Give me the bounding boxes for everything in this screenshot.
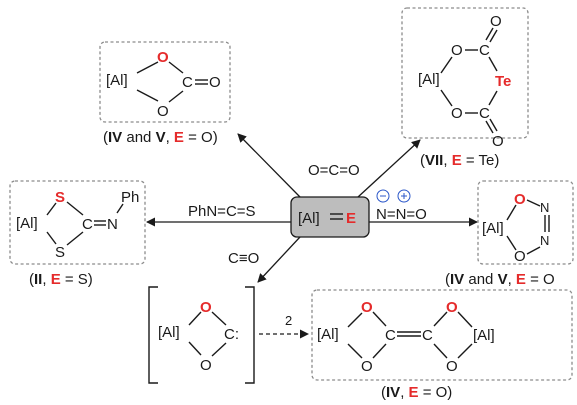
svg-text:C: C xyxy=(82,216,93,233)
svg-text:[Al]: [Al] xyxy=(16,215,38,232)
svg-text:Te: Te xyxy=(495,73,511,90)
product-right-box xyxy=(477,180,574,265)
intermediate-carbene: [Al] O O C: xyxy=(148,286,255,384)
product-top-left-box xyxy=(99,41,231,123)
svg-text:C:: C: xyxy=(224,326,239,343)
product-top-right: [Al] O O C C O O Te xyxy=(401,7,529,150)
svg-text:O: O xyxy=(514,191,526,208)
svg-text:N: N xyxy=(107,216,118,233)
svg-text:O: O xyxy=(446,299,458,316)
central-al: [Al] xyxy=(298,210,320,227)
svg-text:Ph: Ph xyxy=(121,189,139,206)
svg-text:C: C xyxy=(182,74,193,91)
svg-text:N=N=O: N=N=O xyxy=(376,206,427,223)
central-compound-box xyxy=(290,196,370,238)
caption-top-left: (IV and V, E = O) xyxy=(103,129,218,146)
svg-text:O: O xyxy=(361,299,373,316)
svg-text:N: N xyxy=(540,200,549,215)
svg-text:S: S xyxy=(55,189,65,206)
svg-text:O: O xyxy=(492,133,504,150)
svg-text:O: O xyxy=(514,248,526,265)
svg-text:N: N xyxy=(540,233,549,248)
product-top-right-box xyxy=(401,7,529,139)
svg-text:C: C xyxy=(422,327,433,344)
arrow-to-top-right xyxy=(357,139,421,198)
svg-text:[Al]: [Al] xyxy=(418,71,440,88)
reagent-co2: O=C=O xyxy=(308,162,360,179)
product-left-box xyxy=(9,180,146,265)
svg-text:C: C xyxy=(479,105,490,122)
svg-text:C: C xyxy=(385,327,396,344)
svg-text:O: O xyxy=(157,49,169,66)
central-compound: [Al] E xyxy=(290,196,370,238)
svg-text:[Al]: [Al] xyxy=(473,327,495,344)
svg-text:O: O xyxy=(209,74,221,91)
arrow-to-top-left xyxy=(237,133,301,198)
svg-text:[Al]: [Al] xyxy=(158,324,180,341)
svg-text:O: O xyxy=(157,103,169,120)
svg-text:S: S xyxy=(55,244,65,261)
caption-top-right: (VII, E = Te) xyxy=(420,152,499,169)
arrow-to-bottom xyxy=(257,236,301,283)
product-top-left: [Al] O O C O xyxy=(99,41,231,123)
product-left: [Al] S S C N Ph xyxy=(9,180,146,265)
svg-text:O: O xyxy=(200,299,212,316)
caption-right: (IV and V, E = O xyxy=(445,271,555,288)
product-bottom: [Al] O O C C O O [Al] xyxy=(311,289,573,381)
svg-text:C: C xyxy=(479,42,490,59)
caption-left: (II, E = S) xyxy=(29,271,93,288)
svg-text:[Al]: [Al] xyxy=(482,220,504,237)
central-element-e: E xyxy=(346,210,356,227)
svg-text:O: O xyxy=(200,357,212,374)
product-right: [Al] O O N N xyxy=(477,180,574,265)
svg-text:O: O xyxy=(451,105,463,122)
caption-bottom: (IV, E = O) xyxy=(381,384,452,401)
svg-text:O: O xyxy=(451,42,463,59)
svg-text:[Al]: [Al] xyxy=(106,72,128,89)
svg-text:O: O xyxy=(446,358,458,375)
dimer-factor: 2 xyxy=(285,313,292,328)
svg-text:[Al]: [Al] xyxy=(317,326,339,343)
svg-text:O: O xyxy=(490,13,502,30)
product-bottom-box xyxy=(311,289,573,381)
reagent-n2o: N=N=O xyxy=(376,189,427,223)
svg-text:O: O xyxy=(361,358,373,375)
reagent-phncs: PhN=C=S xyxy=(188,203,256,220)
reagent-co: C≡O xyxy=(228,250,259,267)
